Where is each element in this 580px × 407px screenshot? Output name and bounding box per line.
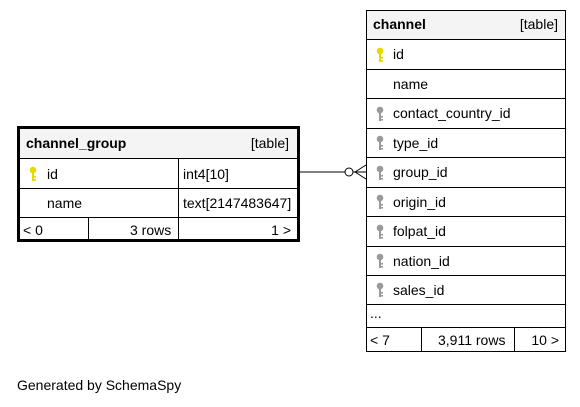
column-name: group_id	[393, 164, 448, 180]
parents-count[interactable]: < 7	[370, 332, 390, 348]
primary-key-icon	[29, 166, 37, 181]
children-count[interactable]: 10 >	[531, 332, 559, 348]
table-footer: < 0 3 rows 1 >	[20, 218, 297, 239]
foreign-key-icon	[376, 165, 384, 180]
foreign-key-icon	[376, 135, 384, 150]
column-row-nation-id[interactable]: nation_id	[367, 247, 565, 276]
column-name: id	[393, 46, 404, 62]
column-name: origin_id	[393, 194, 446, 210]
column-name: sales_id	[393, 282, 445, 298]
divider	[514, 328, 515, 351]
column-name: folpat_id	[393, 223, 446, 239]
foreign-key-icon	[376, 194, 384, 209]
column-row-id[interactable]: id	[367, 40, 565, 70]
zero-optional-marker	[344, 167, 354, 177]
column-name: name	[393, 76, 429, 92]
divider	[178, 159, 179, 188]
column-row-name[interactable]: name text[2147483647]	[20, 189, 297, 218]
divider	[421, 328, 422, 351]
channel-table[interactable]: channel [table] id name contact_country_…	[366, 10, 566, 352]
foreign-key-icon	[376, 106, 384, 121]
column-row-group-id[interactable]: group_id	[367, 158, 565, 188]
channel-group-table[interactable]: channel_group [table] id int4[10] name t…	[17, 126, 300, 242]
column-row-type-id[interactable]: type_id	[367, 129, 565, 158]
foreign-key-icon	[376, 224, 384, 239]
more-columns-ellipsis: ...	[370, 305, 382, 321]
column-row-id[interactable]: id int4[10]	[20, 159, 297, 189]
generated-by-caption: Generated by SchemaSpy	[17, 377, 182, 393]
row-count: 3 rows	[130, 222, 172, 238]
crowfoot-lower	[354, 171, 367, 180]
column-name: nation_id	[393, 253, 450, 269]
table-footer: < 7 3,911 rows 10 >	[367, 328, 565, 351]
divider	[178, 218, 179, 239]
foreign-key-icon	[376, 282, 384, 297]
divider	[178, 189, 179, 217]
column-name: type_id	[393, 135, 439, 151]
column-row-name[interactable]: name	[367, 70, 565, 99]
table-name: channel_group	[26, 135, 127, 151]
crowfoot-upper	[354, 164, 367, 173]
parents-count[interactable]: < 0	[23, 222, 43, 238]
divider	[88, 218, 89, 239]
column-row-contact-country-id[interactable]: contact_country_id	[367, 99, 565, 129]
table-kind: [table]	[250, 135, 289, 151]
table-name: channel	[373, 16, 426, 32]
column-name: name	[47, 195, 83, 211]
primary-key-icon	[376, 47, 384, 62]
children-count[interactable]: 1 >	[271, 222, 291, 238]
more-columns-row: ...	[367, 305, 565, 328]
column-row-folpat-id[interactable]: folpat_id	[367, 217, 565, 247]
table-header: channel_group [table]	[20, 129, 297, 159]
column-name: id	[47, 166, 58, 182]
table-kind: [table]	[519, 16, 558, 32]
table-header: channel [table]	[367, 11, 565, 40]
column-name: contact_country_id	[393, 105, 511, 121]
column-row-origin-id[interactable]: origin_id	[367, 188, 565, 217]
column-type: text[2147483647]	[183, 195, 292, 211]
foreign-key-icon	[376, 253, 384, 268]
row-count: 3,911 rows	[438, 332, 506, 348]
column-row-sales-id[interactable]: sales_id	[367, 276, 565, 305]
column-type: int4[10]	[183, 166, 229, 182]
